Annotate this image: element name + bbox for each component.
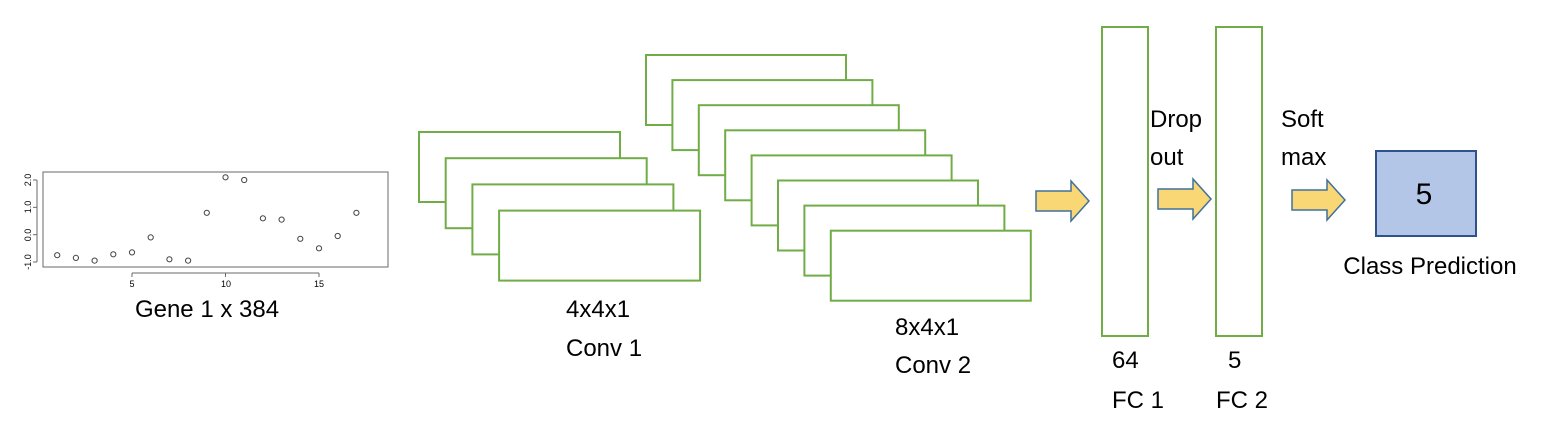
softmax-arrow — [1291, 178, 1347, 222]
plot-point — [297, 235, 304, 242]
x-tick-label: 10 — [221, 279, 231, 289]
plot-point — [166, 256, 173, 263]
conv2-stack — [645, 54, 1032, 302]
plot-point — [222, 174, 229, 181]
y-tick-label: 1.0 — [23, 201, 33, 214]
plot-frame — [42, 171, 389, 268]
conv1-name-label: Conv 1 — [566, 335, 642, 362]
class-prediction-box — [1375, 150, 1477, 237]
dropout-label-line1: Drop — [1150, 106, 1202, 133]
plot-point — [203, 209, 210, 216]
plot-point — [147, 234, 154, 241]
plot-point — [110, 251, 117, 258]
plot-x-tick-labels: 5 10 15 — [129, 279, 324, 289]
x-tick-label: 5 — [129, 279, 134, 289]
softmax-label-line2: max — [1281, 144, 1326, 171]
plot-point — [128, 249, 136, 256]
conv1-stack — [418, 131, 702, 282]
fc1-name-label: FC 1 — [1112, 387, 1164, 414]
class-prediction-value: 5 — [1416, 178, 1433, 211]
input-caption: Gene 1 x 384 — [135, 296, 279, 323]
plot-point — [72, 254, 80, 261]
plot-x-axis — [131, 272, 320, 277]
fc1-size-label: 64 — [1112, 347, 1139, 374]
y-tick-label: -1.0 — [23, 254, 33, 270]
fc2-layer — [1215, 26, 1263, 337]
conv1-shape-label: 4x4x1 — [566, 296, 630, 323]
plot-point — [241, 176, 248, 184]
plot-point — [278, 216, 285, 223]
class-prediction-label: Class Prediction — [1343, 253, 1516, 280]
softmax-label-line1: Soft — [1281, 106, 1324, 133]
y-tick-label: 0.0 — [23, 229, 33, 242]
input-gene-plot: 5 10 15 -1.0 0.0 1.0 2.0 Gene 1 x 384 — [23, 171, 389, 323]
dropout-label-line2: out — [1150, 144, 1184, 171]
plot-y-axis — [33, 179, 38, 263]
plot-points — [54, 174, 360, 264]
x-tick-label: 15 — [314, 279, 324, 289]
plot-point — [334, 232, 341, 240]
fc1-layer — [1101, 26, 1149, 337]
fc2-name-label: FC 2 — [1216, 387, 1268, 414]
plot-point — [353, 209, 360, 216]
conv2-feature-map — [829, 229, 1032, 302]
dropout-arrow — [1157, 177, 1213, 221]
plot-y-tick-labels: -1.0 0.0 1.0 2.0 — [23, 174, 33, 270]
plot-point — [259, 215, 266, 222]
conv2-name-label: Conv 2 — [895, 352, 971, 379]
plot-point — [91, 257, 98, 264]
y-tick-label: 2.0 — [23, 174, 33, 187]
plot-point — [185, 257, 192, 264]
conv1-feature-map — [498, 209, 702, 282]
arrow-to-fc1 — [1035, 179, 1091, 223]
fc2-size-label: 5 — [1228, 347, 1241, 374]
plot-point — [54, 252, 61, 259]
conv2-shape-label: 8x4x1 — [895, 314, 959, 341]
plot-point — [315, 245, 323, 252]
